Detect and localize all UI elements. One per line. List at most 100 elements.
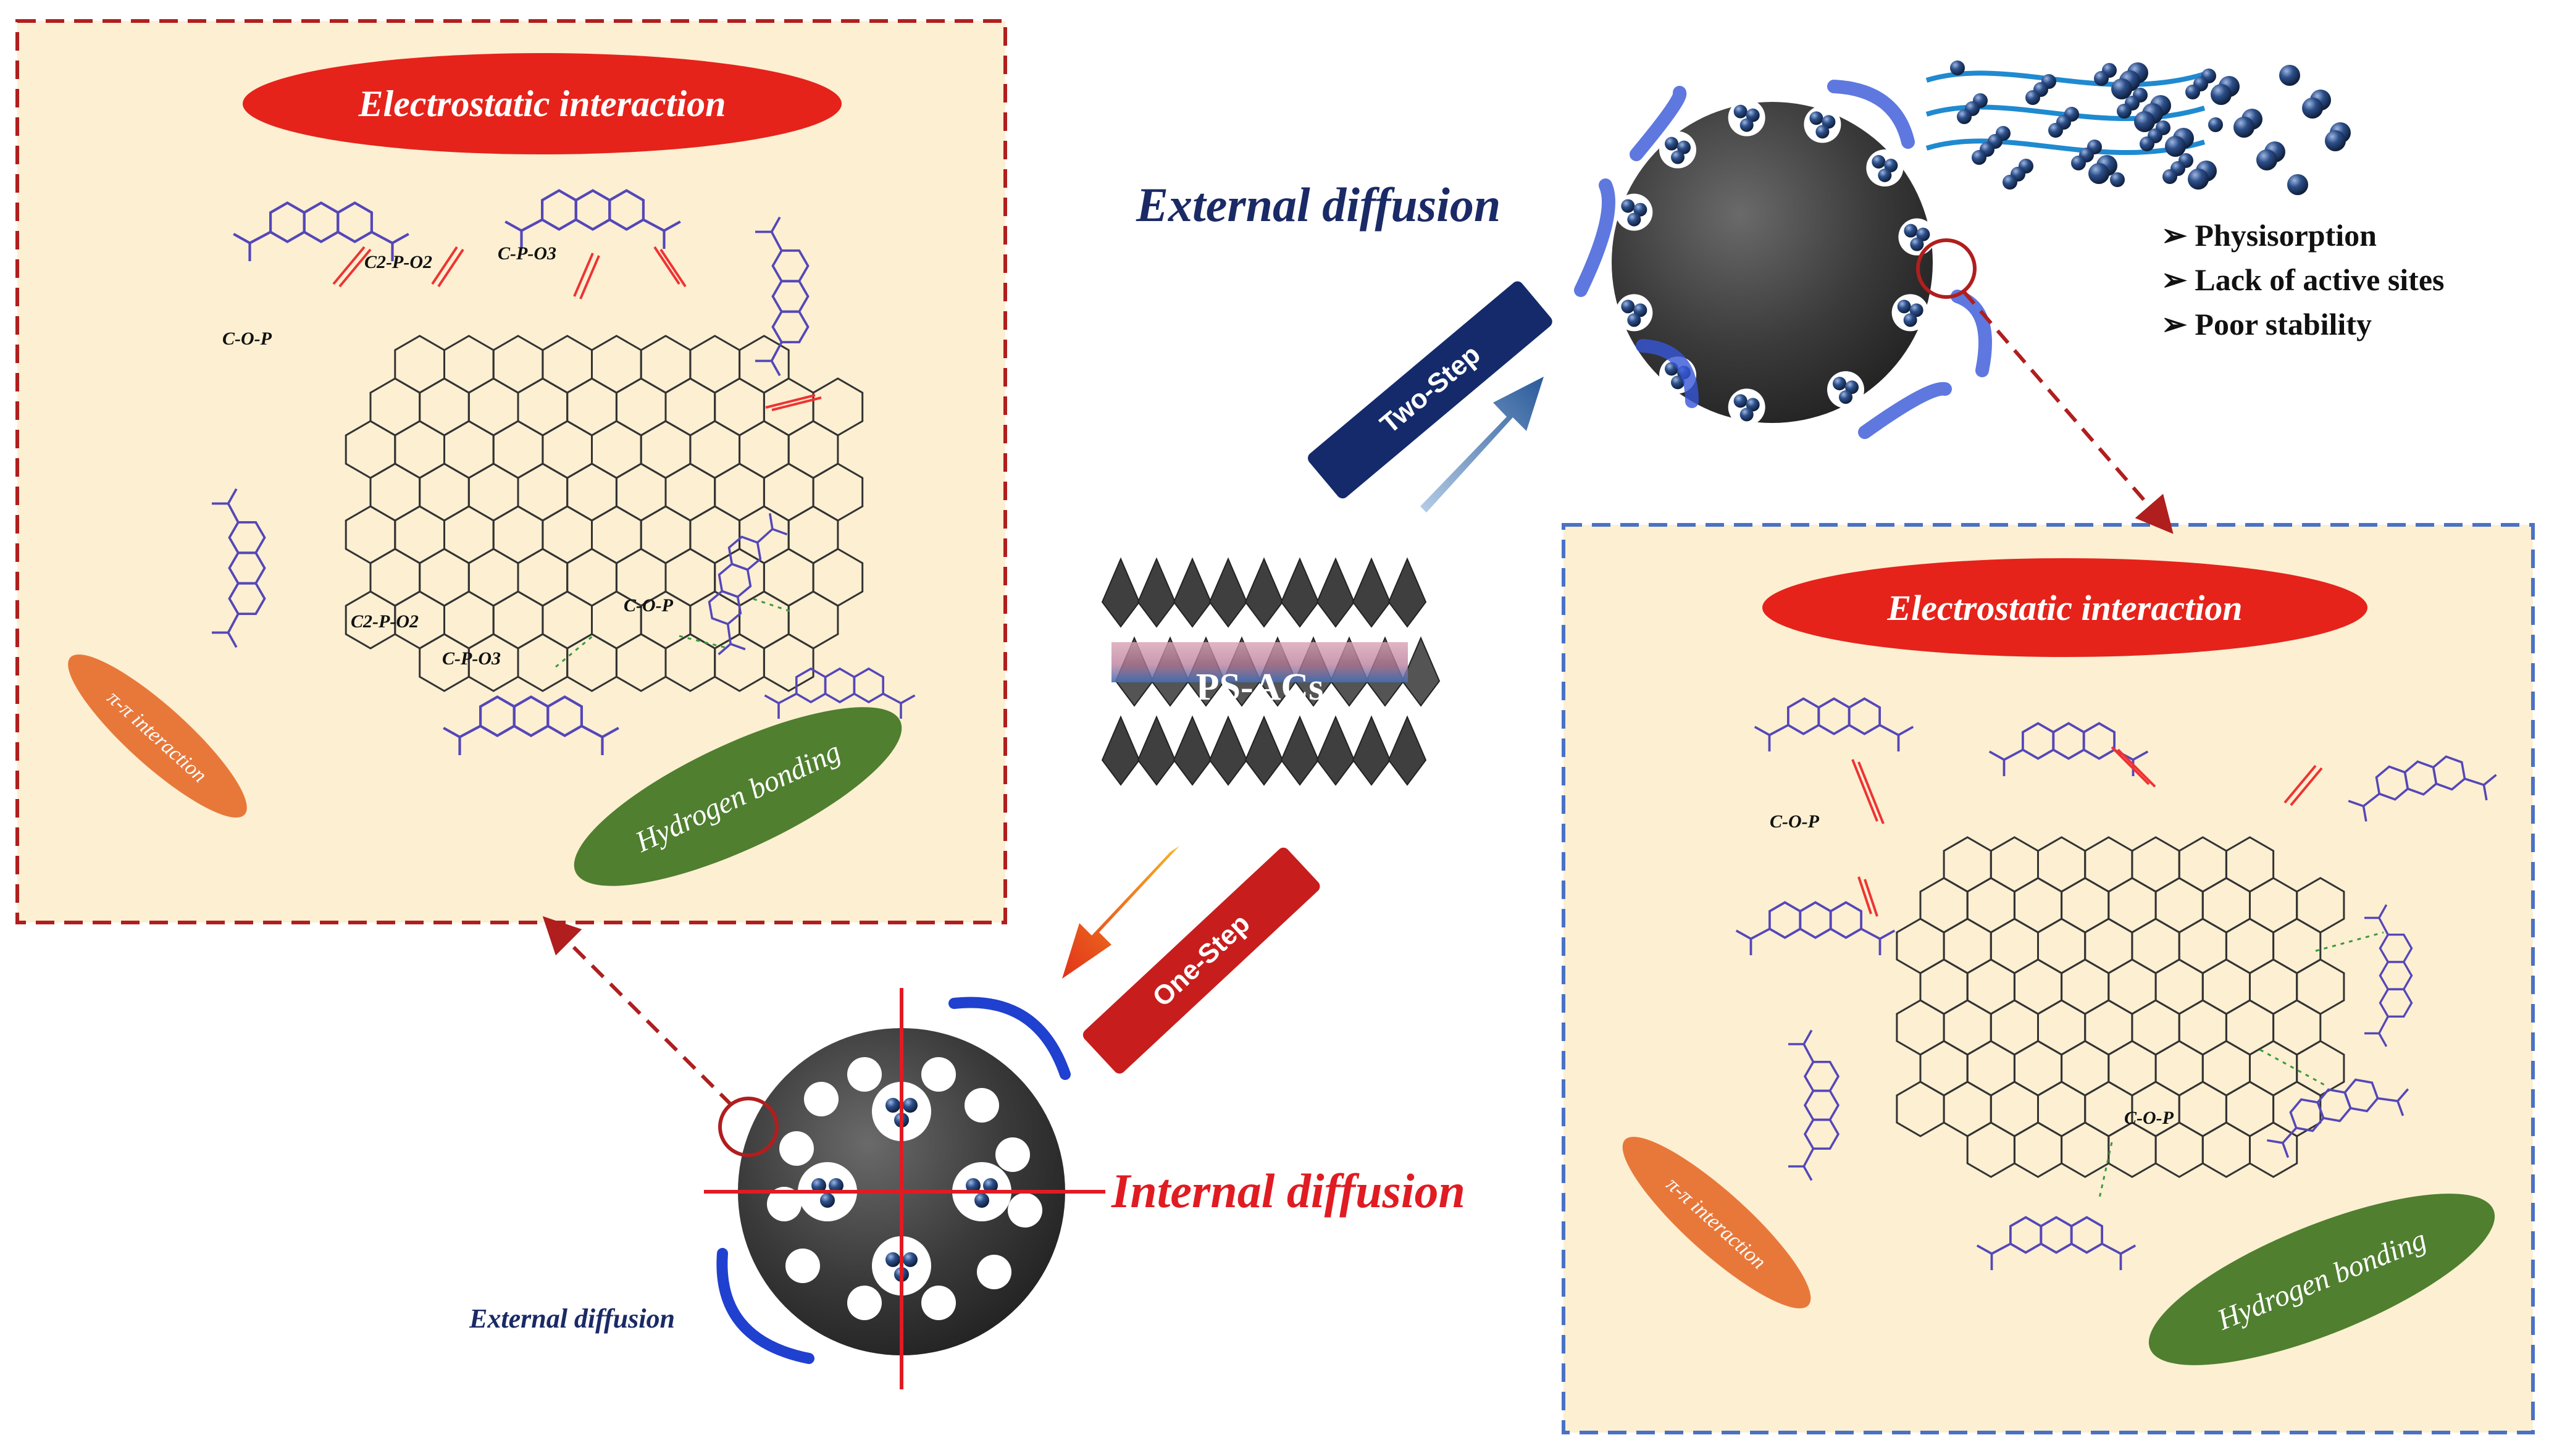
methylene-blue-molecule (708, 513, 788, 656)
dye-sphere (2110, 172, 2125, 187)
dye-sphere (829, 1178, 843, 1193)
dye-sphere (1878, 169, 1892, 183)
electrostatic-link (771, 396, 822, 411)
carbon-facet (1101, 715, 1141, 786)
one-step-arrow (1062, 846, 1179, 979)
dye-sphere (2003, 175, 2017, 190)
two-step-banner: Two-Step (1308, 281, 1552, 499)
dye-sphere (2071, 156, 2086, 170)
dye-sphere (1739, 408, 1754, 422)
dye-sphere (1665, 136, 1679, 151)
methylene-blue-molecule (1788, 1029, 1840, 1181)
electrostatic-link (1851, 759, 1878, 822)
left-electrostatic-ellipse (243, 53, 842, 154)
dye-sphere (1733, 394, 1747, 408)
left-pi-pi-ellipse (68, 654, 247, 818)
carbon-facet (1388, 557, 1427, 628)
one-step-banner: One-Step (1082, 847, 1320, 1074)
carbon-facet (1244, 715, 1284, 786)
circulation-arrow (1951, 290, 1992, 377)
dye-sphere (2188, 169, 2209, 190)
ps-acs-label: PS-ACs (1196, 666, 1324, 708)
right-electrostatic-label: Electrostatic interaction (1886, 588, 2242, 628)
dye-amine-groups (2364, 904, 2389, 1047)
dye-sphere (1621, 299, 1635, 314)
dye-sphere (2211, 84, 2232, 105)
methylene-blue-molecule (233, 201, 409, 261)
left-hydrogen-ellipse (574, 707, 902, 886)
external-diffusion-small: External diffusion (469, 1303, 675, 1334)
dye-amine-groups (764, 692, 916, 719)
dye-amine-groups (1754, 724, 1914, 752)
surface-pore (977, 1255, 1011, 1289)
surface-pore (921, 1286, 956, 1320)
dye-sphere (2233, 117, 2254, 138)
dye-sphere (1733, 104, 1747, 119)
electrostatic-link (1864, 879, 1878, 917)
dye-sphere (2162, 169, 2177, 184)
carbon-facet (1244, 557, 1284, 628)
bullet-marker-1: ➢ (2161, 218, 2195, 253)
surface-pore (965, 1088, 999, 1123)
dye-sphere (1809, 111, 1823, 125)
dye-sphere (2279, 65, 2300, 86)
carbon-facet (1173, 715, 1212, 786)
surface-pore (779, 1131, 814, 1166)
electrostatic-link (1857, 761, 1885, 824)
dye-sphere (966, 1178, 981, 1193)
dye-sphere (1903, 313, 1917, 327)
dye-sphere (1633, 303, 1647, 317)
surface-pore (767, 1187, 802, 1221)
left-label-c-o-p-bottom: C-O-P (624, 595, 674, 616)
dye-amine-groups (1735, 927, 1896, 956)
dye-amine-groups (211, 488, 240, 648)
bullet-stability: ➢ Poor stability (2161, 307, 2372, 341)
methylene-blue-molecule (504, 189, 681, 249)
dye-sphere (1909, 303, 1923, 317)
surface-pore (847, 1057, 882, 1092)
dye-sphere (1884, 159, 1898, 173)
dye-sphere (1845, 380, 1859, 395)
hydrogen-bond-line (2098, 1142, 2113, 1199)
dye-sphere (2140, 136, 2154, 151)
dye-sphere (1815, 125, 1830, 139)
dye-sphere (1746, 398, 1760, 412)
bullet-marker-3: ➢ (2161, 307, 2195, 341)
dye-ring (228, 582, 266, 616)
circulation-arrow (716, 1248, 814, 1364)
electrostatic-link (2283, 764, 2317, 804)
dye-sphere (2094, 71, 2109, 86)
dye-sphere (903, 1252, 918, 1267)
methylene-blue-molecule (443, 695, 619, 755)
top-zoom-connector (1962, 290, 2174, 534)
dye-sphere (2134, 111, 2155, 132)
right-interaction-panel: Electrostatic interaction C-O-P C-O-P π-… (1562, 523, 2535, 1434)
dye-amine-groups (233, 230, 409, 261)
dye-sphere (2165, 136, 2186, 157)
surface-pore (847, 1286, 882, 1320)
dye-sphere (820, 1193, 835, 1208)
methylene-blue-molecule (211, 488, 266, 648)
dye-sphere (1833, 377, 1846, 391)
dye-amine-groups (1976, 1242, 2137, 1271)
bullet-active-sites: ➢ Lack of active sites (2161, 262, 2444, 297)
electrostatic-link (659, 248, 687, 288)
carbon-facet (1137, 557, 1176, 628)
dye-sphere (2048, 123, 2063, 138)
carbon-facet (1316, 715, 1355, 786)
carbon-facet (1173, 557, 1212, 628)
dye-amine-groups (2267, 1088, 2409, 1158)
carbon-facet (1208, 715, 1248, 786)
right-hydrogen-ellipse (2148, 1194, 2495, 1365)
dye-sphere (2287, 174, 2308, 195)
dye-ring (771, 310, 810, 344)
electrostatic-link (765, 394, 816, 409)
carbon-facet (1401, 636, 1441, 707)
hydrogen-bond-line (753, 598, 791, 613)
dye-sphere (1897, 299, 1911, 314)
electrostatic-link (338, 248, 372, 288)
methylene-blue-molecule (764, 667, 916, 719)
drawback-list: ➢ Physisorption ➢ Lack of active sites ➢… (2161, 218, 2444, 341)
dye-sphere (903, 1098, 918, 1113)
dye-sphere (1677, 140, 1691, 154)
